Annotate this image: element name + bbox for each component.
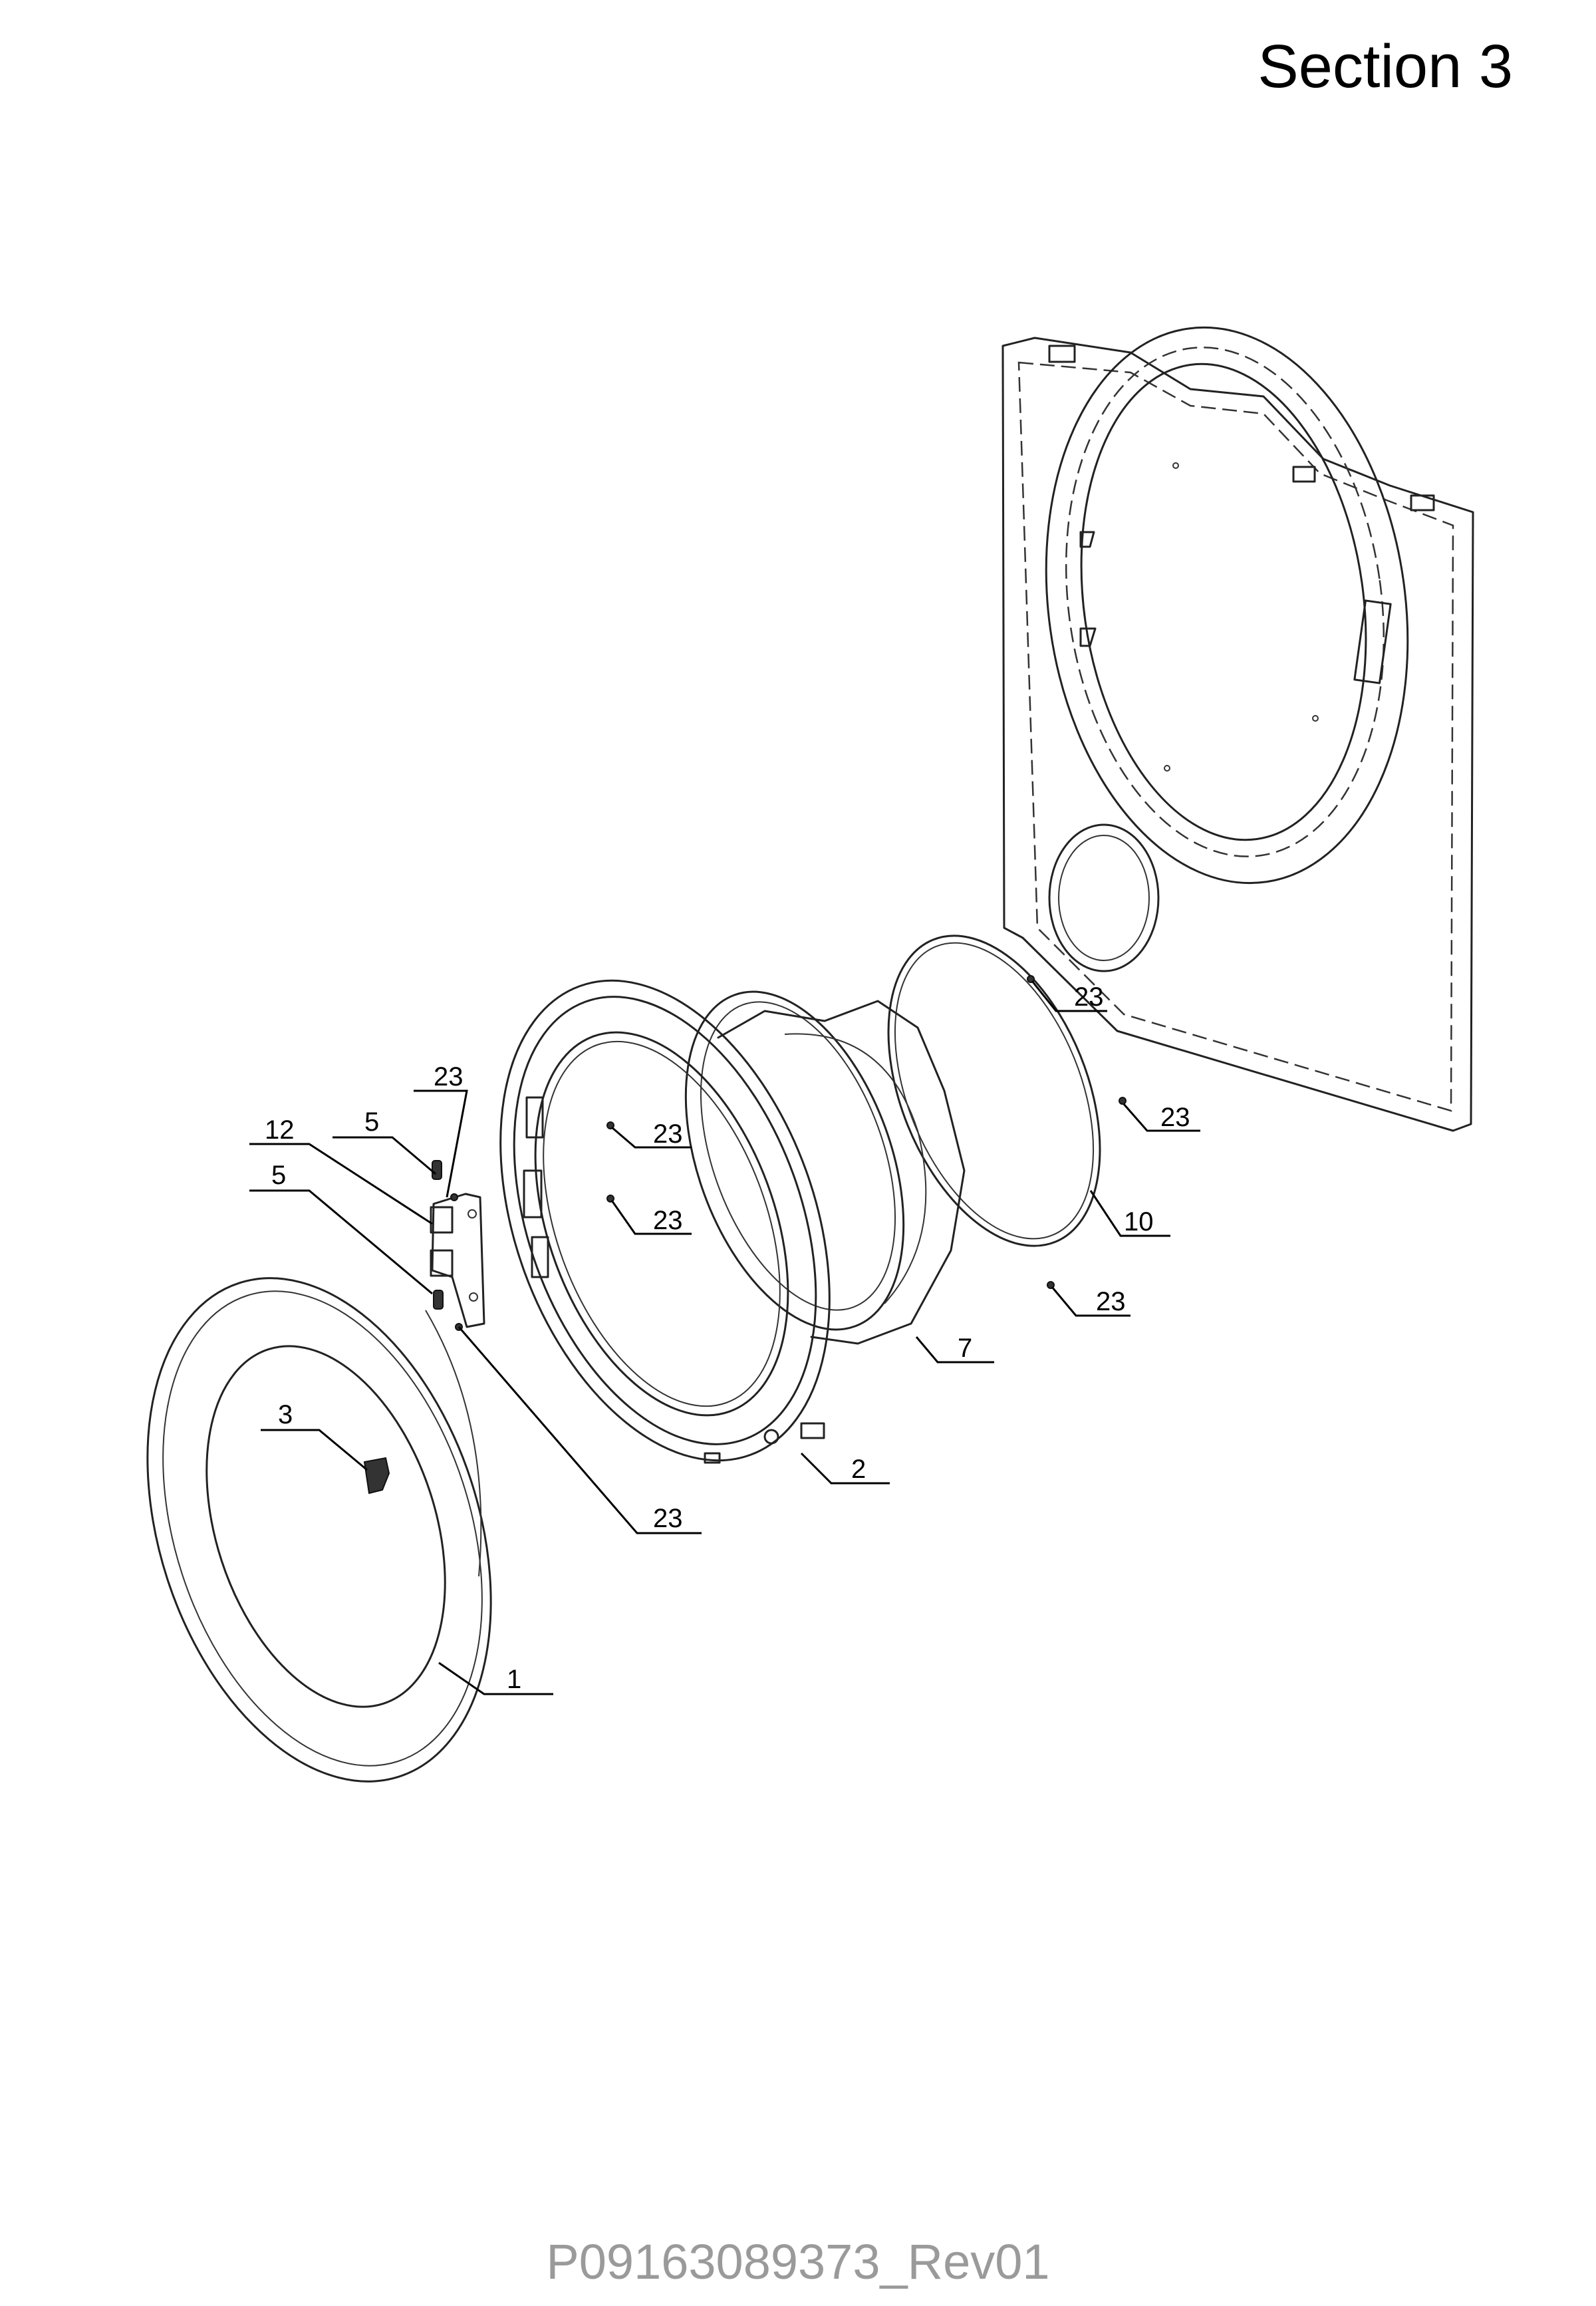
callout-labels: 23 5 12 5 23 23 23 23 10 23 7 2 23 3 1 [265, 982, 1190, 1694]
front-panel [1001, 326, 1474, 1132]
callout-1: 1 [507, 1665, 521, 1694]
leader-lines [249, 980, 1200, 1695]
door-inner-frame [499, 979, 831, 1464]
callout-23-panel-upper: 23 [1074, 982, 1104, 1012]
section-title: Section 3 [1258, 33, 1513, 100]
callout-23-frame-upper: 23 [653, 1119, 683, 1149]
callout-23-panel-lower: 23 [1096, 1287, 1126, 1316]
callout-10: 10 [1124, 1207, 1154, 1236]
door-seal [887, 935, 1101, 1247]
callout-12: 12 [265, 1115, 295, 1145]
callout-3: 3 [278, 1400, 293, 1429]
callout-7: 7 [958, 1334, 972, 1363]
callout-23-frame-lower: 23 [653, 1206, 683, 1235]
door-outer-ring [146, 1277, 492, 1783]
door-hinge [430, 1160, 485, 1331]
document-id: P09163089373_Rev01 [546, 2234, 1050, 2289]
callout-5-lower: 5 [271, 1161, 286, 1190]
door-glass-bowl [684, 990, 966, 1345]
screw-set [606, 975, 1127, 1289]
callout-23-panel-middle: 23 [1160, 1103, 1190, 1132]
callout-23-hinge: 23 [434, 1062, 464, 1091]
door-catch [363, 1457, 390, 1495]
callout-5-upper: 5 [364, 1107, 379, 1137]
callout-2: 2 [851, 1455, 866, 1484]
callout-23-hinge-screw: 23 [653, 1504, 683, 1533]
